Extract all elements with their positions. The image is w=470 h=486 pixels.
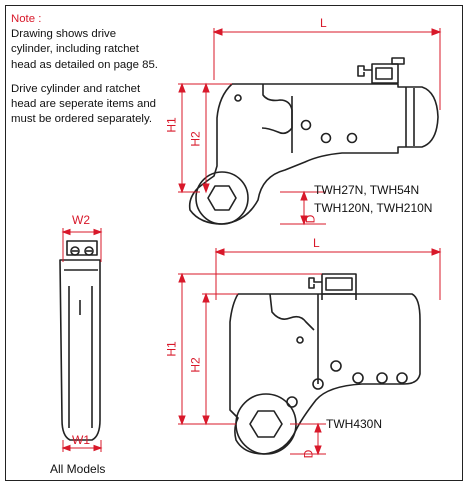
note-paragraph-1: Drawing shows drive cylinder, including … [11,28,158,71]
bottom-model-label: TWH430N [326,417,383,431]
bottom-height2-label: H2 [188,357,203,373]
note-title: Note : [11,13,42,25]
bottom-length-label: L [313,236,320,250]
top-dimensions [178,28,442,226]
figure-frame [5,5,463,481]
side-view-outline [59,240,101,441]
top-height1-label: H1 [164,117,179,133]
bottom-wrench-outline [229,273,421,455]
top-wrench-outline [188,57,439,225]
bottom-dimensions [178,248,442,456]
side-bottom-width-label: W1 [72,433,90,447]
side-top-width-label: W2 [72,213,90,227]
note-block: Note : Drawing shows drive cylinder, inc… [11,12,161,136]
side-view-caption: All Models [50,462,106,476]
bottom-height1-label: H1 [164,341,179,357]
top-depth-label: D [303,214,318,224]
top-length-label: L [320,16,327,30]
top-models-line-2: TWH120N, TWH210N [314,201,433,215]
top-height2-label: H2 [188,131,203,147]
note-paragraph-2: Drive cylinder and ratchet head are sepe… [11,82,157,126]
bottom-depth-label: D [301,449,316,459]
top-models-line-1: TWH27N, TWH54N [314,183,420,197]
side-view-dimensions [61,228,103,452]
